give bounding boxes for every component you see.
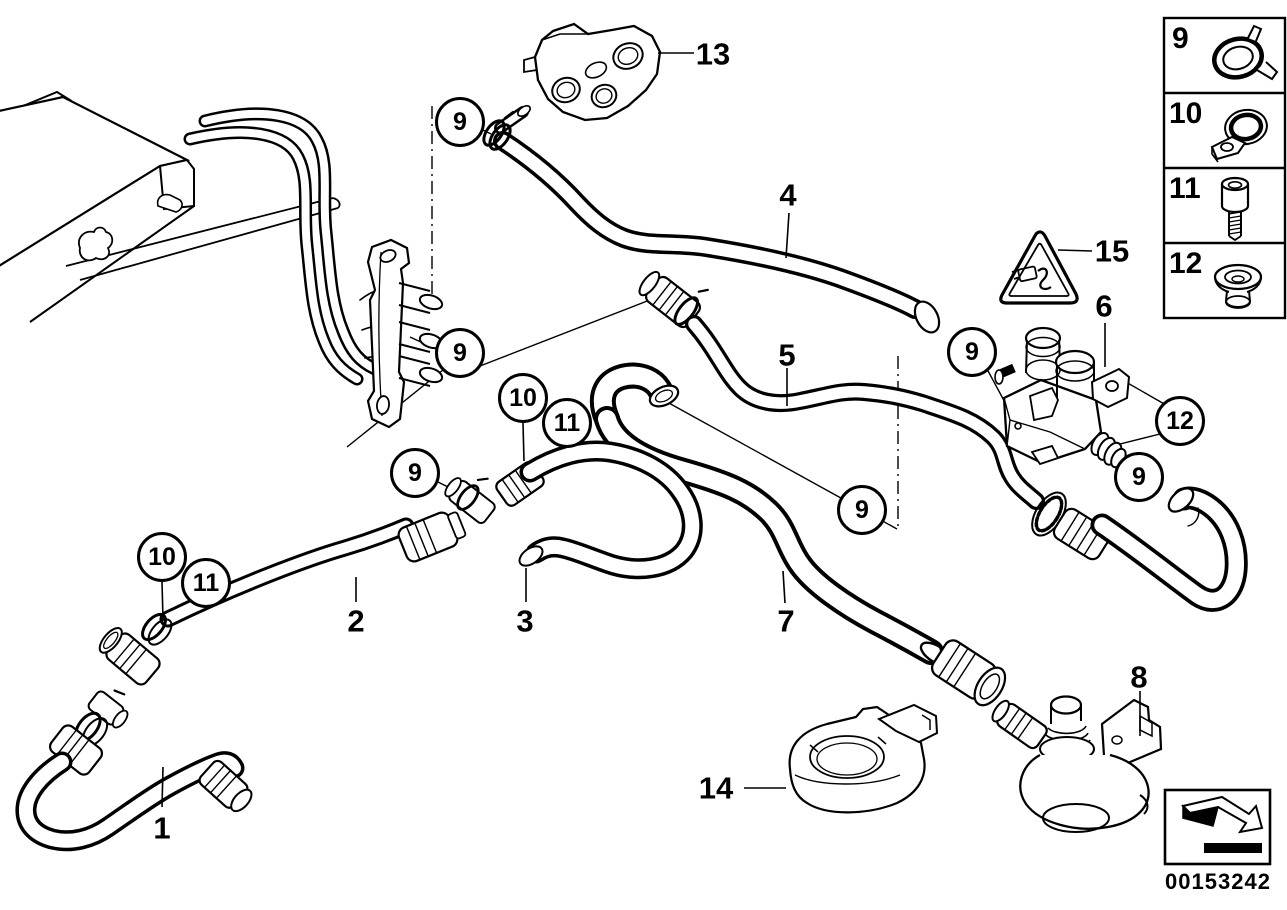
hose-1 (15, 689, 253, 852)
callout-9[interactable]: 9 (1114, 452, 1164, 502)
part-label-7[interactable]: 7 (777, 603, 795, 639)
part-label-4[interactable]: 4 (779, 177, 797, 213)
diagram-part-number: 00153242 (1165, 869, 1271, 894)
grommet-icon (1213, 263, 1263, 309)
connection-flange (366, 238, 444, 429)
hose-4 (482, 105, 941, 334)
callout-9[interactable]: 9 (837, 485, 887, 535)
callout-12[interactable]: 12 (1155, 396, 1205, 446)
part-label-6[interactable]: 6 (1095, 288, 1113, 324)
warning-triangle-15 (999, 230, 1079, 305)
callout-10[interactable]: 10 (137, 532, 187, 582)
hose-3 (444, 440, 703, 580)
construction-lines (346, 106, 1167, 530)
part-label-1[interactable]: 1 (153, 810, 171, 846)
callout-9[interactable]: 9 (947, 327, 997, 377)
legend-number-12: 12 (1169, 247, 1203, 280)
part-label-14[interactable]: 14 (698, 770, 734, 806)
part-label-2[interactable]: 2 (347, 603, 365, 639)
callout-11[interactable]: 11 (181, 558, 231, 608)
unplug-warning-icon (1011, 265, 1052, 291)
bracket-plate-13 (523, 22, 662, 122)
callout-11[interactable]: 11 (542, 398, 592, 448)
legend-number-9: 9 (1172, 22, 1189, 55)
legend-number-10: 10 (1169, 97, 1203, 130)
part-label-3[interactable]: 3 (516, 603, 534, 639)
callout-10[interactable]: 10 (498, 373, 548, 423)
callout-9[interactable]: 9 (390, 448, 440, 498)
supply-pipes (183, 107, 397, 386)
pipe-clip-icon (1210, 108, 1268, 163)
socket-screw-icon (1220, 176, 1250, 242)
part-label-8[interactable]: 8 (1130, 659, 1148, 695)
hose-7 (590, 362, 1007, 707)
legend-number-11: 11 (1169, 172, 1201, 205)
direction-arrow-icon (1181, 795, 1264, 853)
part-label-5[interactable]: 5 (778, 337, 796, 373)
part-label-15[interactable]: 15 (1094, 233, 1130, 269)
hose-clamp-icon (1212, 24, 1279, 81)
part-label-13[interactable]: 13 (695, 36, 731, 72)
callout-9[interactable]: 9 (435, 97, 485, 147)
heater-core (0, 90, 341, 323)
water-pump-8 (991, 695, 1163, 833)
callout-9[interactable]: 9 (435, 328, 485, 378)
water-valve-6 (994, 326, 1131, 469)
hose-5 (638, 270, 1248, 612)
holder-14 (788, 703, 939, 814)
label-leaders (161, 52, 1141, 808)
hose-clamp-icon (482, 110, 515, 151)
direction-box (1163, 788, 1272, 866)
legend-box (1162, 16, 1287, 320)
